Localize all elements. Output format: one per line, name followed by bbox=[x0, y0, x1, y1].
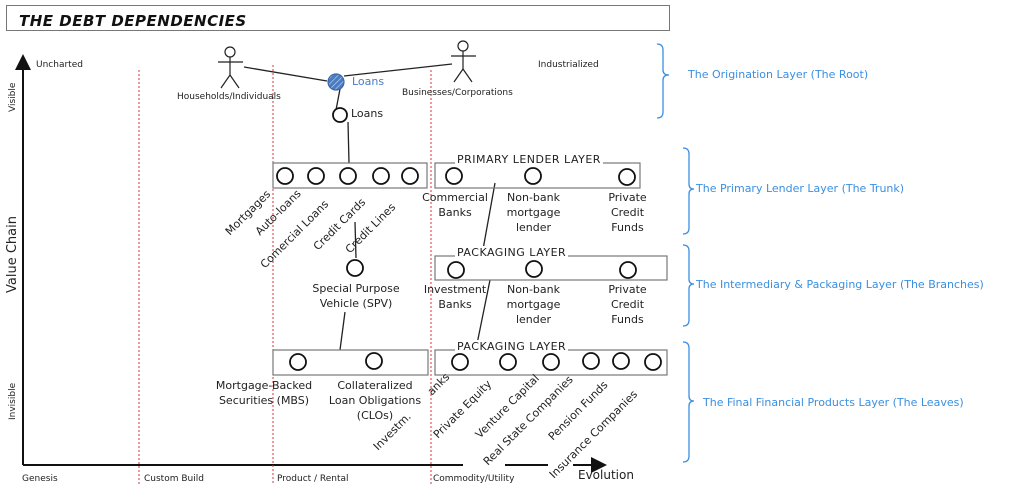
actor-businesses-icon bbox=[451, 40, 476, 83]
packaging-nonbank-lender: Non-bank mortgage lender bbox=[506, 283, 561, 326]
security-clos: Collateralized Loan Obligations (CLOs) bbox=[328, 379, 422, 422]
packaging-investment-banks: Investment Banks bbox=[423, 283, 487, 311]
link-spv-securities bbox=[339, 311, 346, 351]
node-nonbank-lender-1 bbox=[524, 167, 542, 185]
title-box: THE DEBT DEPENDENCIES bbox=[6, 5, 670, 31]
bracket-primary bbox=[682, 147, 695, 235]
node-credit-cards bbox=[372, 167, 390, 185]
packaging-private-credit: Private Credit Funds bbox=[608, 283, 647, 326]
loans-label: Loans bbox=[351, 107, 384, 120]
stage-genesis: Genesis bbox=[22, 474, 58, 484]
node-credit-lines bbox=[401, 167, 419, 185]
link-loans-loantypes bbox=[347, 121, 350, 164]
y-axis-top-label: Visible bbox=[8, 82, 18, 112]
stage-custom-build: Custom Build bbox=[144, 474, 204, 484]
node-insurance-1 bbox=[612, 352, 630, 370]
loans-highlight-label: Loans bbox=[352, 75, 385, 88]
layer-primary-lender: The Primary Lender Layer (The Trunk) bbox=[696, 182, 905, 195]
node-nonbank-lender-2 bbox=[525, 260, 543, 278]
bracket-origination bbox=[656, 43, 670, 119]
y-axis-label: Value Chain bbox=[5, 216, 20, 293]
primary-nonbank-lender: Non-bank mortgage lender bbox=[506, 191, 561, 234]
link-loans-loans bbox=[335, 88, 341, 111]
stage-product-rental: Product / Rental bbox=[277, 474, 349, 484]
layer-final-products: The Final Financial Products Layer (The … bbox=[703, 396, 964, 409]
primary-commercial-banks: Commercial Banks bbox=[422, 191, 488, 219]
link-businesses-loans bbox=[343, 63, 453, 77]
actor-businesses-label: Businesses/Corporations bbox=[402, 88, 513, 98]
node-commercial-banks bbox=[445, 167, 463, 185]
region-uncharted: Uncharted bbox=[36, 60, 83, 70]
layer-intermediary-packaging: The Intermediary & Packaging Layer (The … bbox=[696, 278, 984, 291]
node-comercial-loans bbox=[339, 167, 357, 185]
final-layer-title: PACKAGING LAYER bbox=[455, 340, 569, 353]
layer-origination: The Origination Layer (The Root) bbox=[688, 68, 869, 81]
primary-private-credit: Private Credit Funds bbox=[608, 191, 647, 234]
security-mbs: Mortgage-Backed Securities (MBS) bbox=[215, 379, 313, 407]
link-packaging-final bbox=[476, 279, 491, 345]
y-axis-bottom-label: Invisible bbox=[8, 382, 18, 420]
loans-highlight-node bbox=[327, 73, 345, 91]
securities-box bbox=[272, 349, 429, 376]
bracket-packaging bbox=[682, 244, 695, 327]
x-axis-label: Evolution bbox=[578, 468, 634, 482]
bracket-final bbox=[682, 341, 695, 463]
loans-node bbox=[332, 107, 348, 123]
link-primary-packaging bbox=[481, 182, 496, 256]
node-mbs bbox=[289, 353, 307, 371]
link-households-loans bbox=[243, 66, 328, 82]
region-industrialized: Industrialized bbox=[538, 60, 599, 70]
actor-households-icon bbox=[218, 46, 243, 89]
node-auto-loans bbox=[307, 167, 325, 185]
node-private-equity bbox=[451, 353, 469, 371]
spv-label: Special Purpose Vehicle (SPV) bbox=[312, 282, 400, 310]
page-title: THE DEBT DEPENDENCIES bbox=[19, 12, 247, 30]
node-real-state bbox=[542, 353, 560, 371]
primary-lender-title: PRIMARY LENDER LAYER bbox=[455, 153, 603, 166]
actor-households-label: Households/Individuals bbox=[177, 92, 281, 102]
node-insurance-2 bbox=[644, 353, 662, 371]
node-private-credit-1 bbox=[618, 168, 636, 186]
node-investment-banks bbox=[447, 261, 465, 279]
node-private-credit-2 bbox=[619, 261, 637, 279]
packaging-title: PACKAGING LAYER bbox=[455, 246, 569, 259]
node-mortgages bbox=[276, 167, 294, 185]
node-clos bbox=[365, 352, 383, 370]
stage-commodity-utility: Commodity/Utility bbox=[433, 474, 515, 484]
node-pension-funds bbox=[582, 352, 600, 370]
node-spv bbox=[346, 259, 364, 277]
node-venture-capital bbox=[499, 353, 517, 371]
link-loantypes-spv bbox=[354, 221, 357, 259]
loan-types-box bbox=[272, 162, 428, 189]
